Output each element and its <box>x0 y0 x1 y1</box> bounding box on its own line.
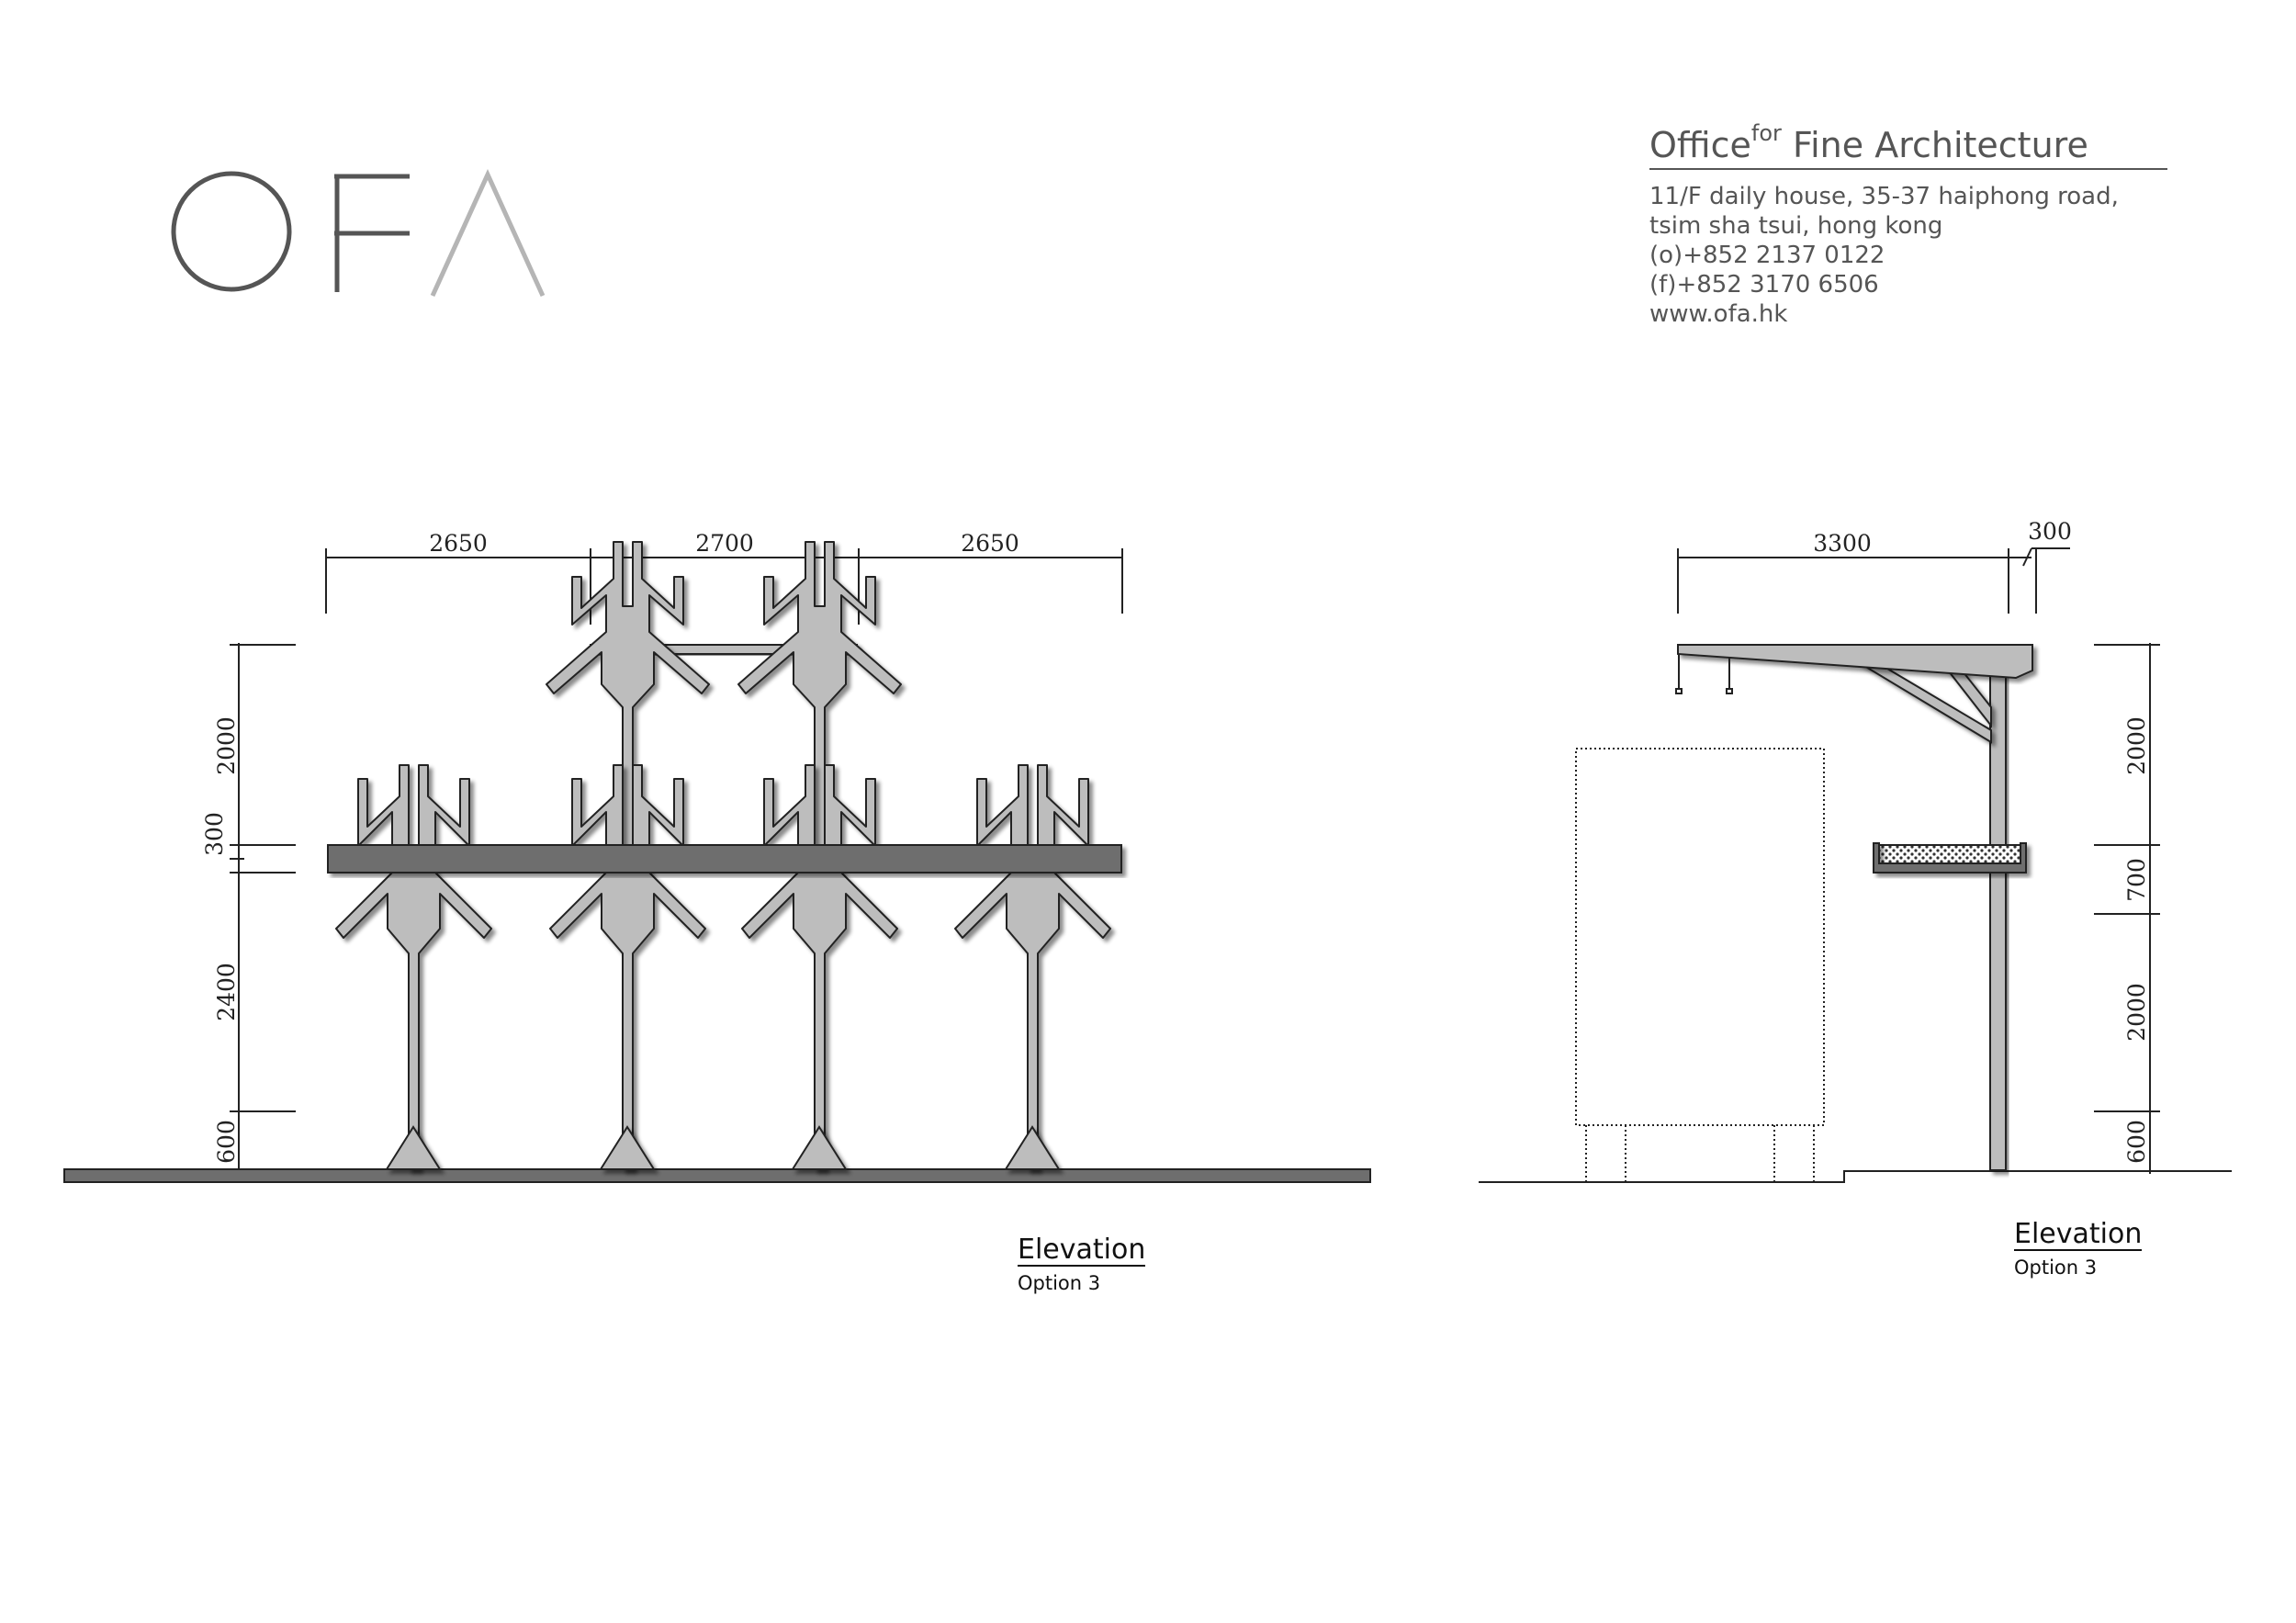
side-dim-overhang: 300 <box>2028 518 2072 545</box>
side-existing-block <box>1575 748 1825 1182</box>
front-caption-title: Elevation <box>1018 1234 1145 1266</box>
front-dim-middle: 2700 <box>695 530 754 557</box>
front-elevation: 2650 2700 2650 2000 300 2400 600 <box>63 530 1371 1294</box>
side-vdim-base: 600 <box>2123 1120 2150 1164</box>
firm-phone: (o)+852 2137 0122 <box>1649 242 1885 269</box>
front-vdim-slab: 300 <box>201 812 228 856</box>
side-caption-title: Elevation <box>2014 1218 2142 1250</box>
logo-letter-f <box>334 174 410 292</box>
firm-name-super: for <box>1751 120 1782 146</box>
side-caption-sub: Option 3 <box>2014 1257 2097 1279</box>
firm-address-line-2: tsim sha tsui, hong kong <box>1649 212 1942 240</box>
front-upper-tree-right <box>738 542 901 845</box>
front-lower-tree-1 <box>336 765 491 1169</box>
side-column <box>1989 668 2007 1171</box>
front-dim-left: 2650 <box>429 530 488 557</box>
ofa-logo <box>171 168 546 298</box>
firm-name-rest: Fine Architecture <box>1782 125 2088 165</box>
svg-text:Officefor Fine Architecture: Officefor Fine Architecture <box>1649 120 2088 165</box>
side-vdim-shelf: 700 <box>2123 858 2150 902</box>
side-planter-shelf <box>1873 842 2027 873</box>
firm-website: www.ofa.hk <box>1649 300 1787 328</box>
logo-letter-a <box>430 168 546 298</box>
side-ground-line <box>1479 1170 2232 1183</box>
front-lower-tree-4 <box>955 765 1110 1169</box>
firm-info: Officefor Fine Architecture 11/F daily h… <box>1649 120 2167 328</box>
front-caption-sub: Option 3 <box>1018 1272 1100 1294</box>
front-vdim-upper: 2000 <box>213 716 240 775</box>
side-roof-beam <box>1677 644 2033 680</box>
front-tree-bases <box>385 1125 1061 1170</box>
side-vdim-lower: 2000 <box>2123 983 2150 1042</box>
front-vdim-base: 600 <box>213 1120 240 1164</box>
logo-letter-o <box>171 171 292 292</box>
side-elevation: 3300 300 2000 700 2000 600 <box>1479 518 2232 1279</box>
side-dim-span: 3300 <box>1813 530 1872 557</box>
front-vdim-lower: 2400 <box>213 963 240 1021</box>
front-middle-slab <box>327 844 1122 873</box>
firm-name-main: Office <box>1649 125 1751 165</box>
firm-fax: (f)+852 3170 6506 <box>1649 271 1879 299</box>
side-hanging-hooks <box>1675 654 1733 694</box>
side-horizontal-dimensions <box>1677 547 2070 614</box>
front-horizontal-dimensions <box>325 548 1123 625</box>
front-upper-tree-left <box>546 542 709 845</box>
front-ground-slab <box>63 1168 1371 1183</box>
side-vdim-upper: 2000 <box>2123 716 2150 775</box>
front-dim-right: 2650 <box>961 530 1019 557</box>
firm-address-line-1: 11/F daily house, 35-37 haiphong road, <box>1649 183 2119 210</box>
front-vertical-dimensions <box>230 643 296 1174</box>
